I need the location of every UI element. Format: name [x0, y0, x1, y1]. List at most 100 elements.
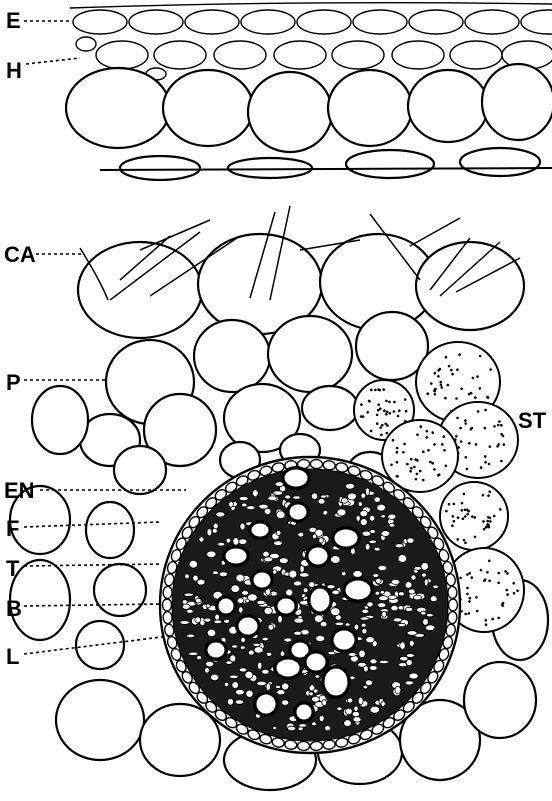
starch-grain: [410, 467, 413, 470]
starch-grain: [489, 368, 492, 371]
fiber-cell: [231, 585, 240, 593]
fiber-cell: [242, 503, 247, 507]
fiber-cell: [266, 652, 271, 656]
fiber-cell: [409, 640, 414, 646]
starch-grain: [445, 356, 448, 359]
vessel: [225, 548, 247, 564]
fiber-cell: [298, 724, 307, 727]
starch-grain: [376, 414, 379, 417]
starch-grain: [468, 442, 471, 445]
fiber-cell: [197, 656, 202, 660]
fiber-cell: [276, 531, 281, 536]
starch-grain: [441, 386, 444, 389]
epidermis-cell: [129, 10, 183, 34]
starch-grain: [409, 470, 412, 473]
fiber-cell: [242, 591, 249, 596]
fiber-cell: [407, 538, 414, 544]
fiber-cell: [425, 625, 435, 631]
fiber-cell: [266, 683, 270, 691]
hypodermis-cells: [76, 37, 552, 80]
starch-grain: [444, 397, 447, 400]
label-en-text: EN: [4, 478, 35, 503]
starch-grain: [463, 539, 466, 542]
endodermis-cell: [310, 459, 322, 469]
starch-grain: [502, 602, 505, 605]
fiber-cell: [299, 573, 309, 577]
fiber-cell: [374, 497, 380, 503]
starch-grain: [486, 571, 489, 574]
fiber-cell: [426, 614, 433, 617]
starch-grain: [506, 593, 509, 596]
starch-grain: [506, 589, 509, 592]
fiber-cell: [298, 532, 304, 537]
fiber-cell: [370, 706, 380, 713]
label-st-text: ST: [518, 408, 547, 433]
hypodermis-cell: [154, 41, 206, 69]
starch-grain: [389, 412, 392, 415]
fiber-cell: [211, 674, 219, 681]
epidermis-cell: [241, 10, 295, 34]
fiber-cell: [319, 715, 324, 721]
starch-grain: [500, 433, 503, 436]
fiber-cell: [344, 720, 352, 727]
fiber-cell: [365, 680, 372, 686]
starch-grain: [466, 593, 469, 596]
starch-grain: [466, 587, 469, 590]
fiber-cell: [323, 510, 328, 515]
fiber-cell: [378, 565, 387, 570]
starch-grain: [379, 407, 382, 410]
starch-grain: [482, 494, 485, 497]
starch-grain: [419, 470, 422, 473]
fiber-cell: [359, 650, 366, 658]
starch-grain: [455, 397, 458, 400]
starch-grain: [479, 387, 482, 390]
vessel: [276, 659, 300, 677]
fiber-cell: [293, 496, 301, 499]
fiber-cell: [216, 512, 225, 517]
label-h-text: H: [6, 58, 22, 83]
cortex-cell: [248, 72, 332, 152]
starch-grain: [383, 409, 386, 412]
fiber-cell: [352, 711, 359, 717]
fiber-cell: [376, 578, 382, 583]
endodermis-cell: [163, 599, 172, 611]
fiber-cell: [262, 637, 268, 641]
fiber-cell: [379, 660, 389, 663]
parenchyma-cell: [114, 446, 166, 494]
starch-grain: [464, 422, 467, 425]
fiber-cell: [381, 701, 385, 707]
fiber-cell: [389, 523, 395, 527]
fiber-cell: [207, 629, 216, 637]
fiber-cell: [241, 637, 246, 642]
fiber-cell: [276, 511, 285, 519]
fiber-cell: [236, 574, 244, 582]
fiber-cell: [274, 541, 283, 546]
fiber-cell: [284, 638, 292, 642]
starch-grain: [432, 431, 435, 434]
parenchyma-cell: [56, 680, 144, 760]
fiber-cell: [195, 598, 201, 603]
fiber-cell: [303, 588, 308, 593]
fiber-cell: [398, 555, 407, 563]
hypodermis-cell: [450, 41, 502, 69]
fiber-cell: [405, 582, 412, 589]
starch-grain: [430, 382, 433, 385]
fiber-cell: [313, 689, 318, 693]
starch-grain: [482, 520, 485, 523]
starch-grain: [488, 526, 491, 529]
starch-grain: [385, 413, 388, 416]
fiber-cell: [411, 575, 416, 580]
starch-grain: [458, 353, 461, 356]
starch-grain: [465, 456, 468, 459]
fiber-cell: [217, 542, 225, 546]
fiber-cell: [348, 653, 356, 657]
starch-grain: [390, 464, 393, 467]
starch-grain: [487, 396, 490, 399]
vessel: [256, 694, 276, 714]
starch-grain: [464, 613, 467, 616]
fiber-cell: [224, 619, 230, 623]
fiber-cell: [188, 652, 198, 655]
label-ca-text: CA: [4, 242, 36, 267]
fiber-cell: [264, 607, 272, 614]
fiber-cell: [354, 706, 358, 711]
